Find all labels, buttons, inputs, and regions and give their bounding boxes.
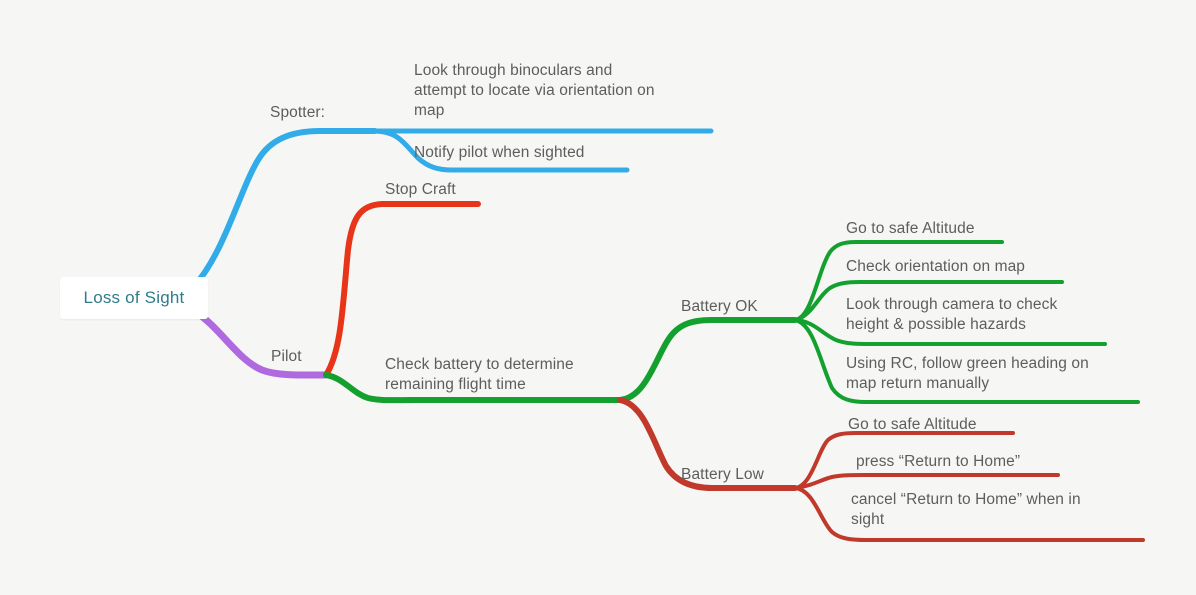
- branch-low-press-rth: [793, 473, 1060, 490]
- branch-battery-low-trunk: [617, 397, 798, 491]
- node-label-ok-camera[interactable]: Look through camera to check height & po…: [846, 296, 1058, 333]
- node-label-ok-orientation[interactable]: Check orientation on map: [846, 258, 1026, 275]
- node-label-spotter[interactable]: Spotter:: [270, 104, 326, 121]
- node-label-battery-low[interactable]: Battery Low: [681, 466, 764, 483]
- branch-spotter-trunk: [193, 128, 378, 287]
- node-label-ok-altitude[interactable]: Go to safe Altitude: [846, 220, 975, 237]
- node-label-ok-rc[interactable]: Using RC, follow green heading on map re…: [846, 355, 1089, 392]
- node-label-pilot[interactable]: Pilot: [271, 348, 302, 365]
- node-label-battery-ok[interactable]: Battery OK: [681, 298, 758, 315]
- node-label-spotter-notify[interactable]: Notify pilot when sighted: [414, 144, 585, 161]
- node-label-low-press-rth[interactable]: press “Return to Home”: [856, 453, 1021, 470]
- branch-low-cancel-rth: [793, 486, 1145, 542]
- branch-battery-ok-trunk: [617, 317, 798, 403]
- node-label-low-altitude[interactable]: Go to safe Altitude: [848, 416, 977, 433]
- branch-spotter-notify: [372, 128, 630, 173]
- branch-low-altitude: [793, 431, 1015, 490]
- branch-ok-rc: [793, 318, 1140, 404]
- node-label-low-cancel-rth[interactable]: cancel “Return to Home” when in sight: [851, 491, 1081, 528]
- node-label-check-battery[interactable]: Check battery to determine remaining fli…: [385, 356, 574, 393]
- branch-ok-altitude: [793, 240, 1004, 322]
- branch-stop-craft: [323, 201, 481, 378]
- branch-pilot-trunk: [192, 308, 329, 379]
- node-label-stop-craft[interactable]: Stop Craft: [385, 181, 456, 198]
- root-node-label: Loss of Sight: [83, 288, 185, 307]
- branch-ok-camera: [793, 318, 1107, 346]
- root-node[interactable]: Loss of Sight: [60, 277, 208, 319]
- branch-check-battery: [323, 372, 623, 404]
- node-label-spotter-binoculars[interactable]: Look through binoculars and attempt to l…: [414, 62, 655, 119]
- branch-ok-orientation: [793, 280, 1064, 322]
